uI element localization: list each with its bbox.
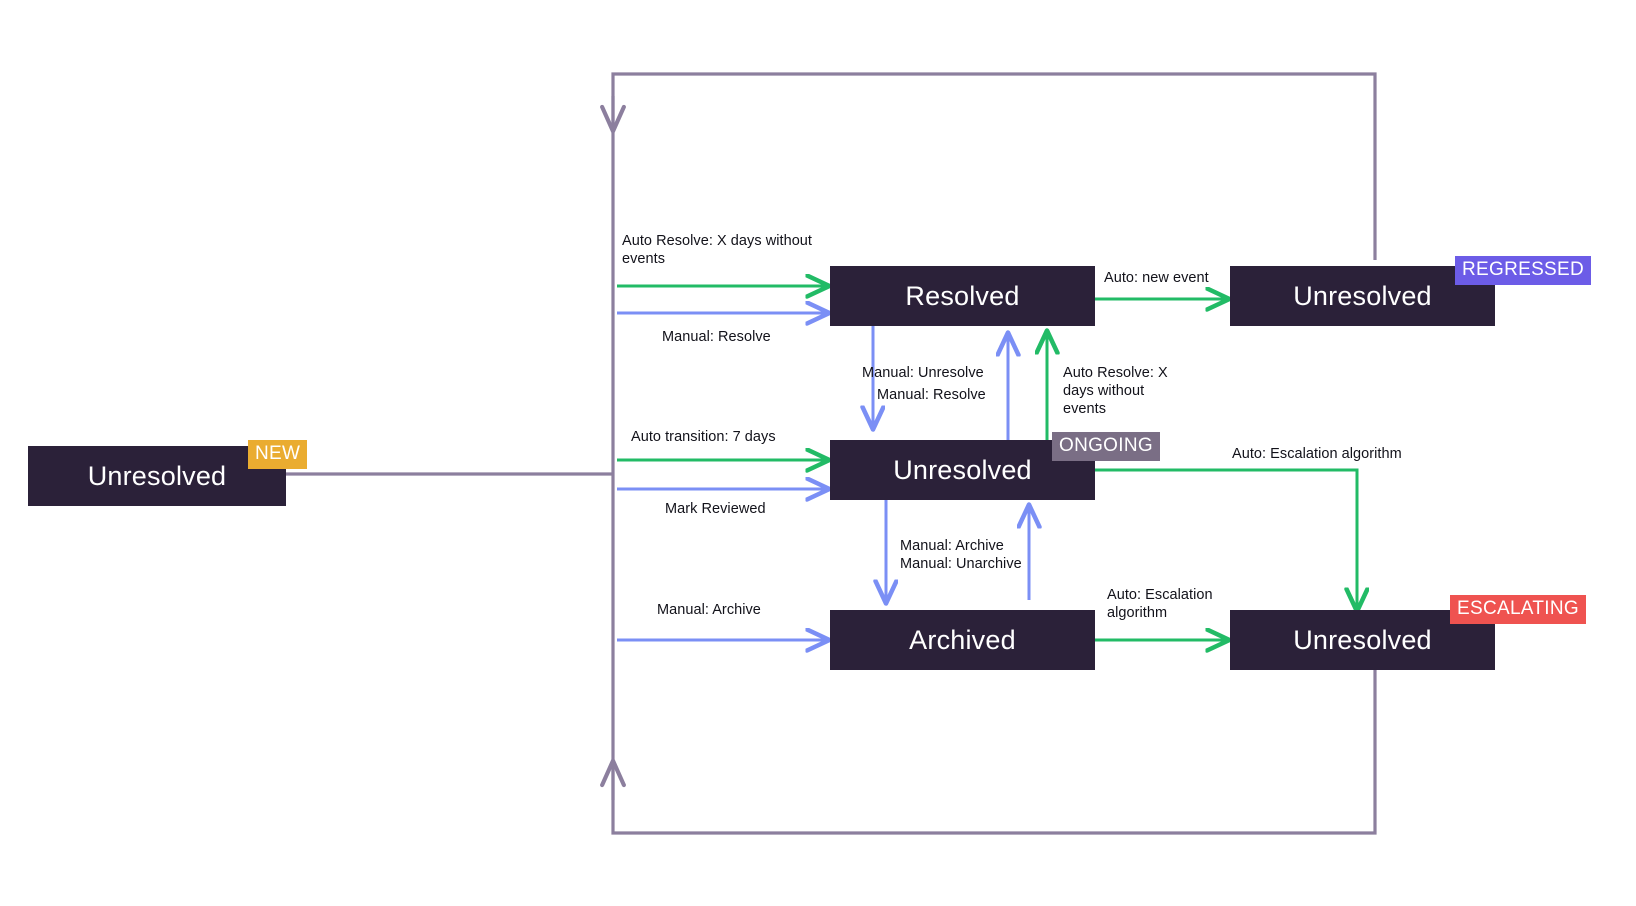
node-label: Unresolved (893, 454, 1032, 485)
status-badge-new: NEW (248, 440, 308, 469)
edge-label-auto-new-event: Auto: new event (1104, 270, 1209, 286)
node-resolved[interactable]: Resolved (830, 266, 1095, 326)
node-archived[interactable]: Archived (830, 610, 1095, 670)
edge-label-manual-resolve-left: Manual: Resolve (662, 329, 771, 345)
node-label: Archived (909, 624, 1016, 655)
edge-frame-bottom-left (611, 474, 1377, 835)
edge-label-manual-unresolve: Manual: Unresolve (862, 365, 984, 381)
edge-label-auto-escalation-bottom: Auto: Escalation algorithm (1107, 587, 1213, 621)
edge-label-manual-archive-mid: Manual: Archive Manual: Unarchive (900, 538, 1022, 572)
edge-label-auto-resolve-x-days-top: Auto Resolve: X days without events (622, 233, 812, 267)
badge-label: NEW (255, 443, 301, 464)
node-label: Unresolved (87, 460, 227, 491)
status-badge-regressed: REGRESSED (1455, 256, 1592, 285)
edge-auto-escalation-top (1093, 468, 1357, 610)
status-badge-ongoing: ONGOING (1052, 432, 1160, 461)
node-label: Unresolved (1293, 624, 1432, 655)
badge-label: REGRESSED (1462, 259, 1585, 280)
node-label: Unresolved (1293, 280, 1432, 311)
edge-label-auto-resolve-x-days-mid: Auto Resolve: X days without events (1063, 365, 1168, 417)
edge-label-auto-transition-7-days: Auto transition: 7 days (631, 429, 776, 445)
edge-label-auto-escalation-top: Auto: Escalation algorithm (1232, 446, 1402, 462)
status-badge-escalating: ESCALATING (1450, 595, 1586, 624)
edge-frame-top-right (611, 72, 1377, 474)
node-ongoing-unresolved[interactable]: Unresolved (830, 440, 1095, 500)
badge-label: ESCALATING (1457, 598, 1579, 619)
badge-label: ONGOING (1059, 435, 1153, 456)
node-label: Resolved (905, 280, 1020, 311)
edge-label-manual-archive-left: Manual: Archive (657, 602, 761, 618)
edge-label-mark-reviewed: Mark Reviewed (665, 501, 766, 517)
node-regressed-unresolved[interactable]: Unresolved (1230, 266, 1495, 326)
node-new-unresolved[interactable]: Unresolved (28, 446, 286, 506)
edge-label-manual-resolve-mid: Manual: Resolve (877, 387, 986, 403)
